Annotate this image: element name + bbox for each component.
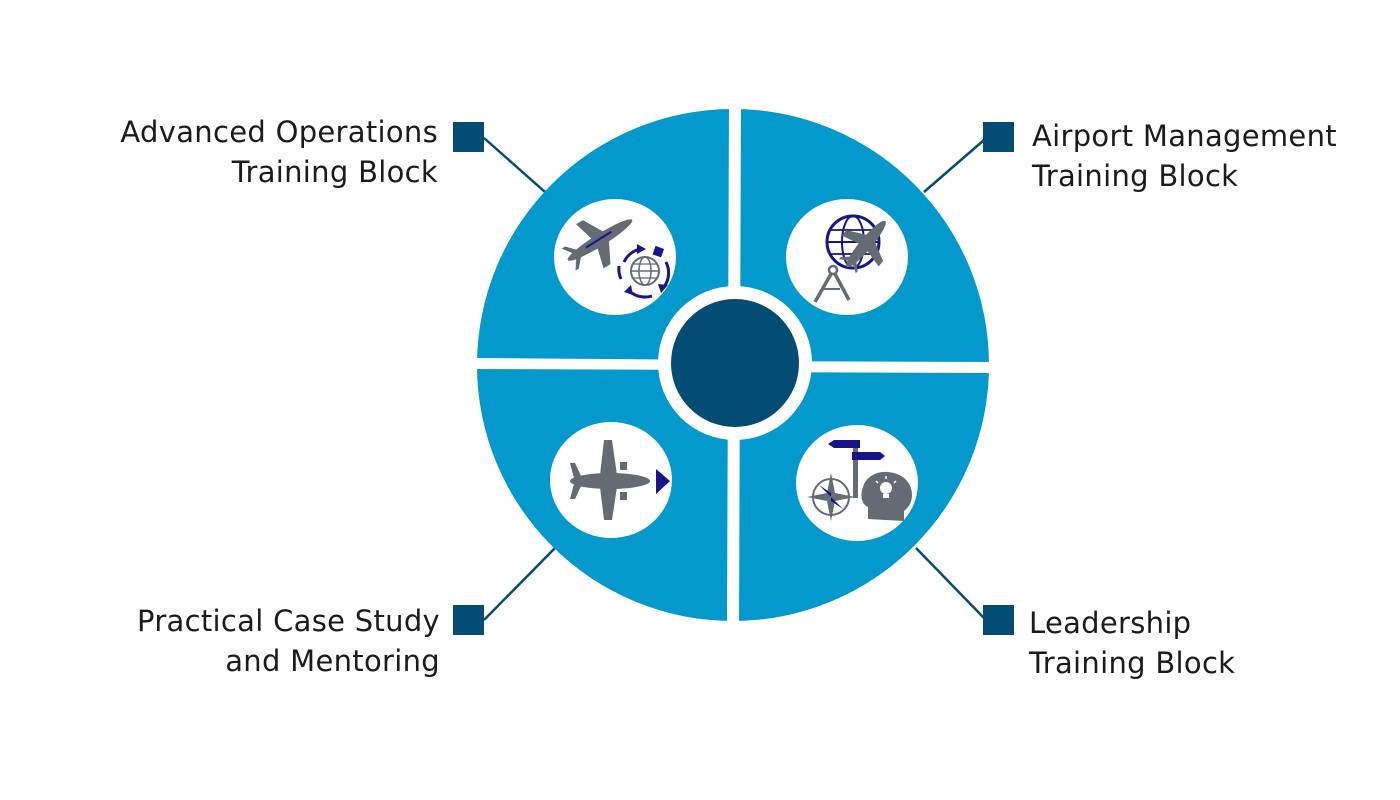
marker-bottom-right [983,605,1014,635]
label-practical-case-study: Practical Case Study and Mentoring [60,601,440,681]
globe-airplane-compass-icon [813,214,886,303]
label-line: Training Block [231,155,438,189]
label-airport-management: Airport Management Training Block [1032,116,1362,196]
label-leadership: Leadership Training Block [1029,603,1359,683]
connector-bottom-left [483,547,556,621]
signpost-compass-head-icon [807,440,912,521]
label-line: Practical Case Study [137,604,440,638]
marker-bottom-left [453,605,484,635]
label-line: Airport Management [1032,119,1337,153]
marker-top-left [453,122,484,152]
label-line: and Mentoring [225,644,440,678]
marker-top-right [983,122,1014,152]
connector-top-left [483,137,546,193]
airplane-arrow-icon [570,440,670,520]
center-circle [671,299,799,427]
label-advanced-operations: Advanced Operations Training Block [60,112,438,192]
airplane-globe-cycle-icon [561,219,671,299]
label-line: Leadership [1029,606,1192,640]
connector-top-right [923,139,985,193]
label-line: Training Block [1029,646,1236,680]
label-line: Advanced Operations [120,115,438,149]
connector-bottom-right [915,547,985,619]
label-line: Training Block [1032,159,1239,193]
